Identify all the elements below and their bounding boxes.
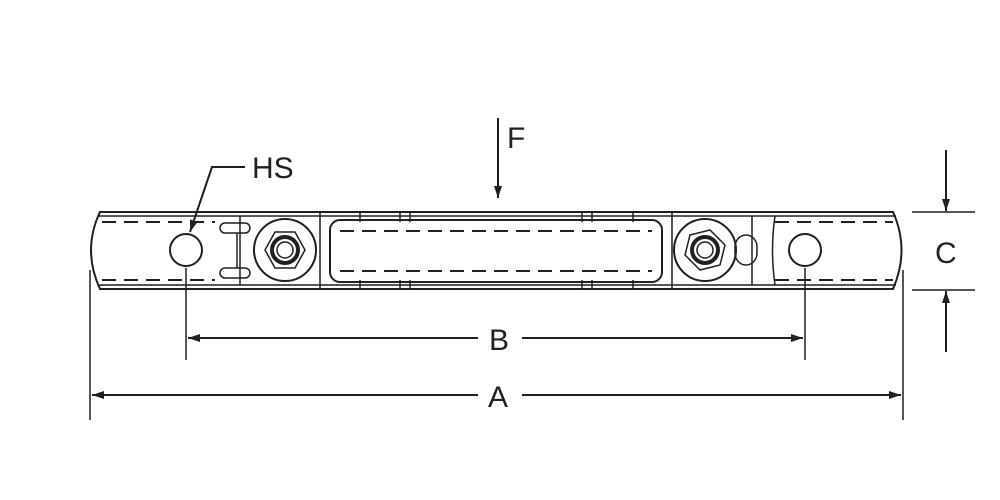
dimension-a: A [89,270,904,420]
right-mounting-hole [788,233,822,267]
dimension-c: C [912,150,975,352]
bar-body [90,211,903,290]
dimension-b: B [185,268,806,360]
right-nut [673,218,737,282]
hole-spacing-label: B [489,324,509,357]
hole-size-label: HS [252,152,294,185]
force-label: F [507,122,525,155]
height-label: C [935,237,957,270]
hole-size-leader: HS [189,152,294,233]
overall-length-label: A [488,381,508,414]
right-clevis [734,234,758,266]
force-arrow: F [494,118,525,198]
left-clevis [219,222,251,279]
segment-ticks [239,212,776,289]
center-slot [329,219,663,283]
left-nut [253,218,317,282]
left-mounting-hole [169,233,203,267]
